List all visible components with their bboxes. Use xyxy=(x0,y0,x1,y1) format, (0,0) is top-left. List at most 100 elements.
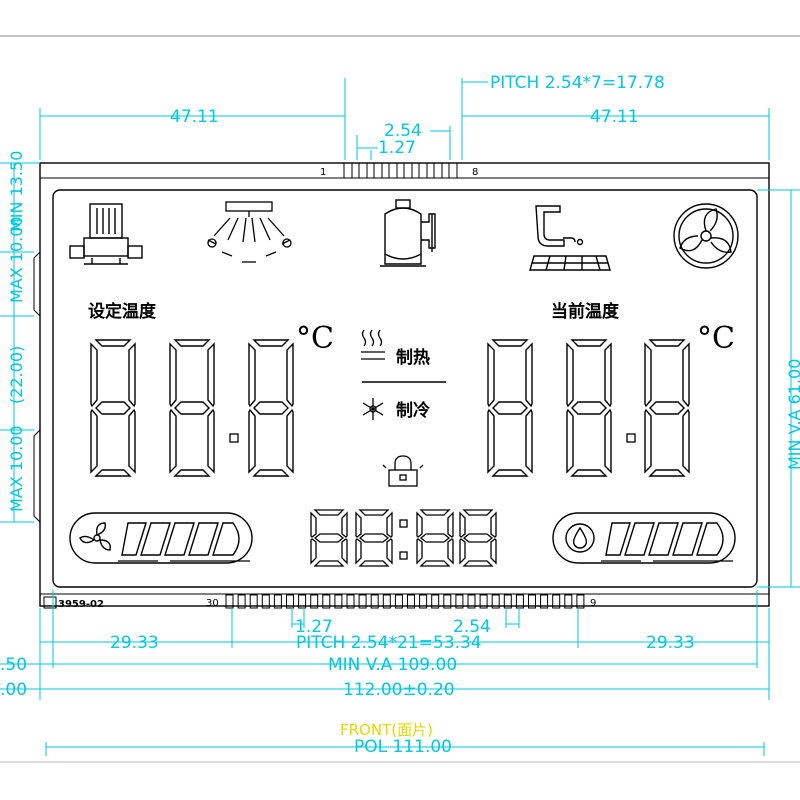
bottom-pin xyxy=(455,594,464,609)
clock-digit-4 xyxy=(459,509,497,567)
right-level-bars xyxy=(605,522,724,556)
bottom-pin xyxy=(576,594,585,609)
pin-label-8: 8 xyxy=(472,167,478,178)
set-temp-unit: °C xyxy=(296,321,334,356)
viewing-area xyxy=(52,189,758,588)
clock-digit-1 xyxy=(310,509,348,567)
left-tab-upper xyxy=(33,251,41,317)
pin-label-1: 1 xyxy=(320,167,326,178)
bottom-pins xyxy=(225,594,585,609)
bottom-pin xyxy=(540,594,549,609)
bottom-pin xyxy=(431,594,440,609)
bottom-pin xyxy=(528,594,536,609)
bottom-pin xyxy=(249,594,258,609)
bottom-pin xyxy=(443,594,452,609)
current-temp-label: 当前温度 xyxy=(551,301,620,322)
bottom-pin xyxy=(322,594,331,609)
bottom-pin xyxy=(261,594,270,609)
dim-pol-111: POL 111.00 xyxy=(354,737,452,757)
shower-icon xyxy=(207,201,292,263)
compressor-icon xyxy=(380,199,436,267)
bottom-pin xyxy=(286,594,294,609)
bottom-dimensions xyxy=(0,590,770,756)
bottom-pin xyxy=(346,594,355,609)
cool-label: 制冷 xyxy=(396,400,430,421)
dim-1-27-bottom: 1.27 xyxy=(295,617,333,637)
dim-1-27-top: 1.27 xyxy=(378,138,416,158)
bottom-pin xyxy=(407,594,415,609)
dim-bottom-left-29-33: 29.33 xyxy=(110,633,159,653)
bottom-pin xyxy=(273,594,282,609)
current-temp-digit-3 xyxy=(644,339,690,477)
front-label: FRONT(面片) xyxy=(340,721,433,739)
dim-min-13-50: MIN 13.50 xyxy=(7,151,26,232)
dim-edge-50: .50 xyxy=(0,655,27,675)
bottom-pin xyxy=(334,594,343,609)
bottom-pin xyxy=(479,594,488,609)
current-temp-digit-2 xyxy=(566,339,612,477)
dim-2-54-top: 2.54 xyxy=(384,121,422,141)
bottom-pin xyxy=(358,594,367,609)
right-dimensions xyxy=(757,189,800,588)
fan-icon xyxy=(673,203,739,269)
dim-right-47-11: 47.11 xyxy=(590,107,639,127)
dim-overall-112: 112.00±0.20 xyxy=(343,680,455,700)
left-tab-lower xyxy=(33,429,41,523)
bottom-pin xyxy=(467,594,476,609)
bottom-pin xyxy=(394,594,403,609)
bottom-pin xyxy=(298,594,307,609)
clock-digit-3 xyxy=(416,509,454,567)
left-bar-indicator xyxy=(69,512,253,564)
top-dimensions xyxy=(39,78,770,160)
current-temp-unit: °C xyxy=(697,321,735,356)
bottom-pin xyxy=(419,594,428,609)
dim-22: (22.00) xyxy=(7,346,26,404)
clock-digit-2 xyxy=(355,509,393,567)
lock-icon xyxy=(382,455,424,487)
left-level-bars xyxy=(121,522,240,556)
dim-pitch-bottom: PITCH 2.54*21=53.34 xyxy=(296,633,482,653)
current-temp-digit-1 xyxy=(487,339,533,477)
set-temp-digit-3 xyxy=(248,339,294,477)
heat-wave-icon xyxy=(361,329,385,360)
bottom-pin xyxy=(310,594,319,609)
bottom-pin xyxy=(515,594,524,609)
top-pins xyxy=(343,162,458,179)
bottom-pin xyxy=(564,594,573,609)
current-temp-decimal-point xyxy=(626,433,636,443)
bottom-pin xyxy=(370,594,379,609)
set-temp-digit-2 xyxy=(169,339,215,477)
set-temp-decimal-point xyxy=(229,433,239,443)
part-number-logo xyxy=(43,596,57,609)
dim-2-54-bottom: 2.54 xyxy=(453,617,491,637)
bottom-pin xyxy=(491,594,500,609)
right-bar-indicator xyxy=(552,512,736,564)
part-number: 3959-02 xyxy=(58,599,104,610)
bottom-pin xyxy=(382,594,391,609)
dim-edge-00: .00 xyxy=(0,680,27,700)
bottom-pin xyxy=(552,594,561,609)
left-dimensions xyxy=(0,162,40,523)
dim-left-47-11: 47.11 xyxy=(170,107,219,127)
bottom-pin xyxy=(503,594,512,609)
water-drop-icon xyxy=(565,523,595,553)
pump-icon xyxy=(69,203,143,265)
glass-outline xyxy=(39,162,770,607)
heat-label: 制热 xyxy=(396,347,430,368)
dim-max-10-lower: MAX 10.00 xyxy=(7,425,26,512)
pin-label-30: 30 xyxy=(206,598,219,609)
dim-min-va-109: MIN V.A 109.00 xyxy=(328,655,457,675)
clock-colon-top xyxy=(399,519,408,528)
clock-colon-bottom xyxy=(399,551,408,560)
dim-max-10-upper: MAX 10.00 xyxy=(7,216,26,303)
dim-pitch-top: PITCH 2.54*7=17.78 xyxy=(490,73,665,93)
snowflake-icon xyxy=(362,398,384,420)
dim-min-va-61: MIN V.A 61.00 xyxy=(785,359,800,470)
set-temp-digit-1 xyxy=(90,339,136,477)
faucet-heating-icon xyxy=(529,205,611,271)
pin-label-9: 9 xyxy=(590,598,596,609)
bottom-pin xyxy=(237,594,246,609)
bottom-pin xyxy=(225,594,234,609)
dim-bottom-right-29-33: 29.33 xyxy=(646,633,695,653)
